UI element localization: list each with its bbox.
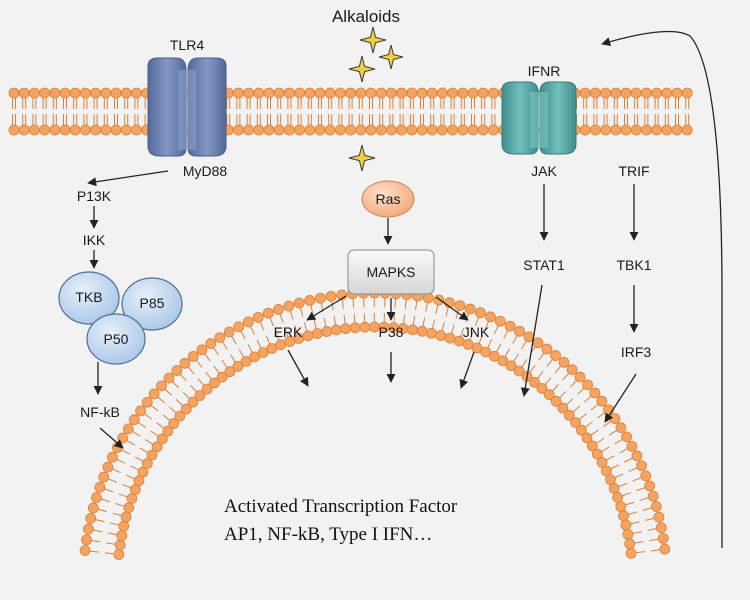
tlr4-receptor bbox=[147, 57, 227, 157]
tkb-label: TKB bbox=[75, 289, 102, 305]
feedback-arrow bbox=[601, 30, 723, 548]
alkaloid-star-icon bbox=[359, 26, 387, 54]
jak-label: JAK bbox=[531, 163, 557, 179]
p50-label: P50 bbox=[104, 331, 129, 347]
alkaloid-star-icon bbox=[348, 144, 376, 172]
ras-label: Ras bbox=[376, 191, 401, 207]
erk-label: ERK bbox=[274, 324, 303, 340]
irf3-label: IRF3 bbox=[621, 344, 652, 360]
alkaloid-star-icon bbox=[378, 44, 404, 70]
arrow-erk-nucleus bbox=[287, 349, 309, 387]
ras-node bbox=[361, 180, 415, 218]
mapks-node bbox=[347, 249, 435, 295]
alkaloid-molecules bbox=[348, 26, 404, 172]
trif-label: TRIF bbox=[618, 163, 649, 179]
tkb-subunit bbox=[58, 271, 120, 325]
tbk1-label: TBK1 bbox=[616, 257, 651, 273]
mapks-label: MAPKS bbox=[366, 264, 415, 280]
tlr4-label: TLR4 bbox=[170, 37, 204, 53]
alkaloid-star-icon bbox=[348, 55, 376, 83]
jnk-label: JNK bbox=[463, 324, 490, 340]
p50-subunit bbox=[86, 313, 146, 365]
ikk-label: IKK bbox=[83, 232, 106, 248]
cell-membrane bbox=[8, 87, 693, 136]
stat1-label: STAT1 bbox=[523, 257, 565, 273]
nfkb-label: NF-kB bbox=[80, 404, 120, 420]
nfkb-complex bbox=[58, 271, 183, 365]
p85-label: P85 bbox=[140, 295, 165, 311]
p38-label: P38 bbox=[379, 324, 404, 340]
ifnr-receptor bbox=[501, 81, 577, 155]
nucleus-text-line2: AP1, NF-kB, Type I IFN… bbox=[224, 524, 432, 545]
arrow-mapks-erk bbox=[306, 295, 347, 321]
arrow-nfkb-nucleus bbox=[99, 427, 124, 449]
arrow-jnk-nucleus bbox=[459, 351, 475, 389]
p13k-label: P13K bbox=[77, 188, 112, 204]
nucleus-text-line1: Activated Transcription Factor bbox=[224, 496, 458, 517]
arrow-myd88-p13k bbox=[87, 170, 169, 187]
p85-subunit bbox=[121, 277, 183, 331]
ifnr-label: IFNR bbox=[528, 63, 561, 79]
myd88-label: MyD88 bbox=[183, 163, 228, 179]
alkaloids-label: Alkaloids bbox=[332, 7, 400, 26]
arrow-stat1-nucleus bbox=[520, 284, 543, 397]
arrow-irf3-nucleus bbox=[604, 373, 637, 423]
nuclear-membrane bbox=[79, 287, 671, 560]
arrow-mapks-jnk bbox=[435, 296, 469, 321]
